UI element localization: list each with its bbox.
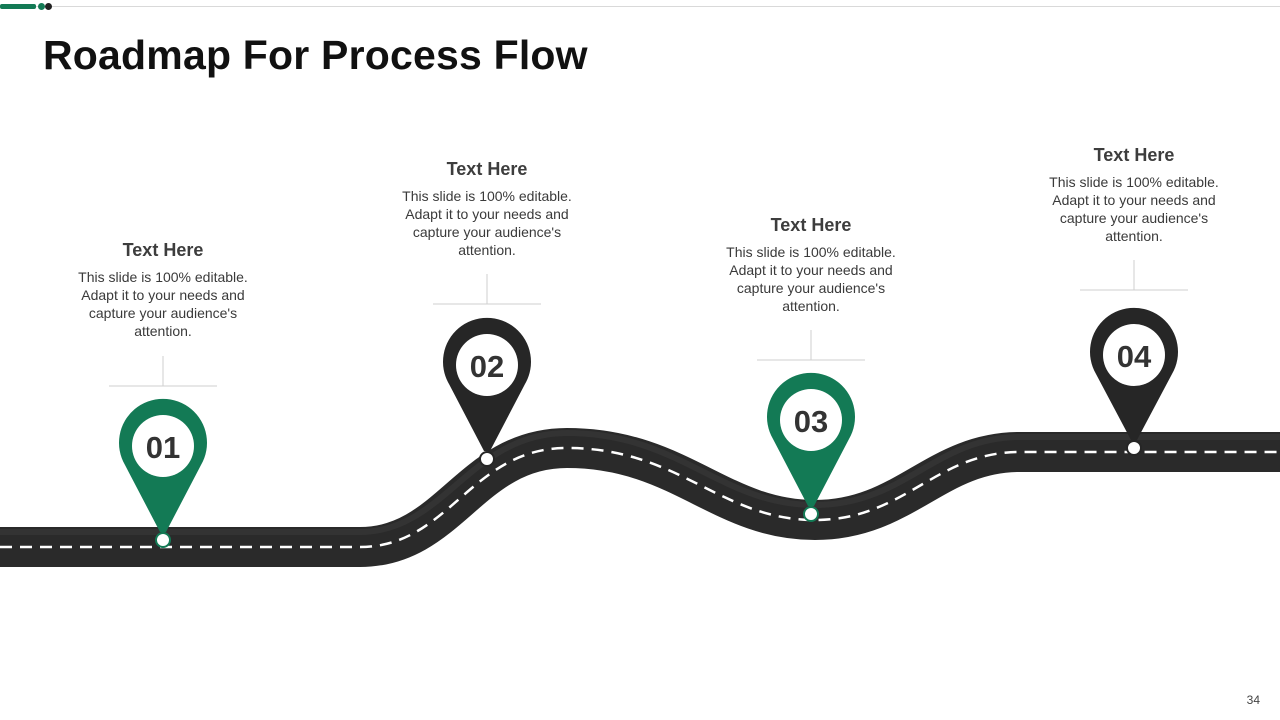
milestone-number: 01 [146, 430, 180, 465]
accent-dot [45, 3, 52, 10]
milestone-text-block: Text Here This slide is 100% editable. A… [721, 215, 901, 315]
milestone-text-block: Text Here This slide is 100% editable. A… [1044, 145, 1224, 245]
top-divider-line [0, 6, 1280, 7]
milestone-description: This slide is 100% editable. Adapt it to… [402, 188, 572, 258]
milestone-number: 04 [1117, 339, 1152, 374]
accent-dot [38, 3, 45, 10]
milestone-heading: Text Here [122, 240, 204, 260]
milestone-text-block: Text Here This slide is 100% editable. A… [73, 240, 253, 340]
milestone-heading: Text Here [446, 159, 528, 179]
page-number: 34 [1246, 693, 1260, 707]
lane-marking [0, 446, 1280, 549]
milestone-number: 03 [794, 404, 828, 439]
slide-title: Roadmap For Process Flow [43, 32, 588, 78]
map-pin-icon: 04 [1090, 307, 1179, 456]
milestone-heading: Text Here [770, 215, 852, 235]
milestone-text-block: Text Here This slide is 100% editable. A… [397, 159, 577, 259]
milestone-description: This slide is 100% editable. Adapt it to… [78, 269, 248, 339]
milestone-number: 02 [470, 349, 504, 384]
map-pin-icon: 01 [119, 398, 207, 548]
milestone-heading: Text Here [1093, 145, 1175, 165]
leader-lines [109, 260, 1188, 387]
milestone-description: This slide is 100% editable. Adapt it to… [726, 244, 896, 314]
accent-bar [0, 4, 36, 9]
road-shine [0, 429, 1280, 535]
map-pin-icon: 03 [767, 372, 856, 522]
map-pin-icon: 02 [443, 317, 531, 467]
milestone-description: This slide is 100% editable. Adapt it to… [1049, 174, 1219, 244]
